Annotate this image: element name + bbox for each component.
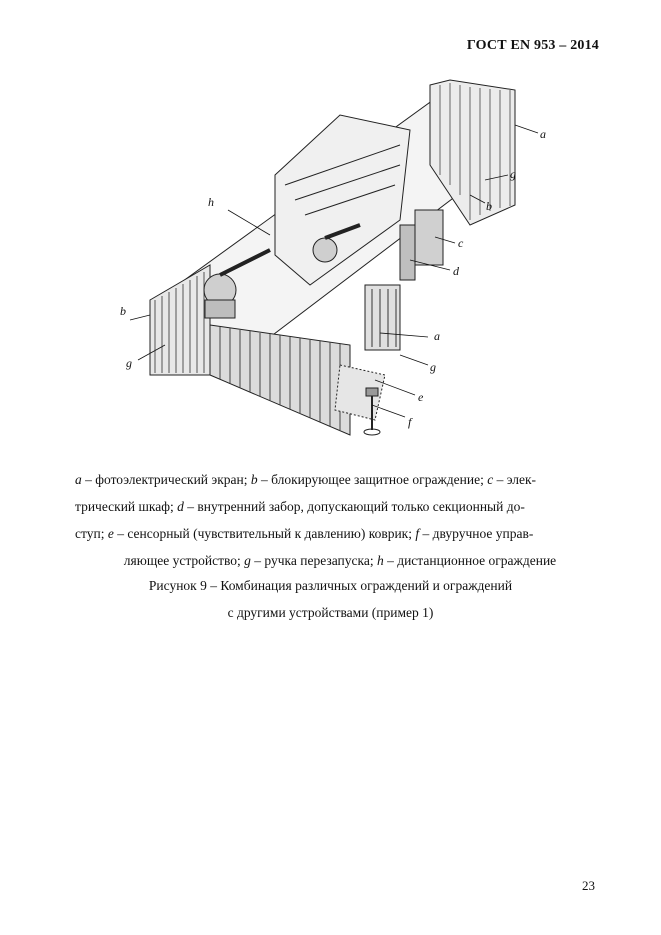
figure-legend: a – фотоэлектрический экран; b – блокиру… (75, 466, 605, 574)
figure-label-g-bottom: g (430, 360, 436, 374)
legend-line-2: трический шкаф; d – внутренний забор, до… (75, 499, 525, 514)
standard-header: ГОСТ EN 953 – 2014 (466, 38, 599, 53)
figure-label-b-left: b (120, 304, 126, 318)
caption-line-2: с другими устройствами (пример 1) (227, 605, 434, 620)
figure-label-b-right: b (486, 199, 492, 213)
figure-label-a-top: a (540, 127, 546, 141)
machine-layout-drawing: a g b c d a g e f h b g (120, 79, 546, 436)
legend-line-4: ляющее устройство; g – ручка перезапуска… (123, 553, 557, 568)
figure-label-e: e (418, 390, 424, 404)
caption-line-1: Рисунок 9 – Комбинация различных огражде… (148, 578, 513, 593)
page-number: 23 (582, 878, 595, 893)
figure-label-a-bottom: a (434, 329, 440, 343)
legend-line-1: a – фотоэлектрический экран; b – блокиру… (75, 472, 537, 487)
legend-line-3: ступ; e – сенсорный (чувствительный к да… (75, 526, 534, 541)
figure-label-f: f (408, 415, 413, 429)
figure-caption: Рисунок 9 – Комбинация различных огражде… (60, 572, 601, 626)
figure-label-h: h (208, 195, 214, 209)
figure-label-g-top: g (510, 167, 516, 181)
figure-label-g-left: g (126, 356, 132, 370)
figure-label-c: c (458, 236, 464, 250)
figure-illustration: a g b c d a g e f h b g (110, 75, 570, 455)
figure-label-d: d (453, 264, 460, 278)
